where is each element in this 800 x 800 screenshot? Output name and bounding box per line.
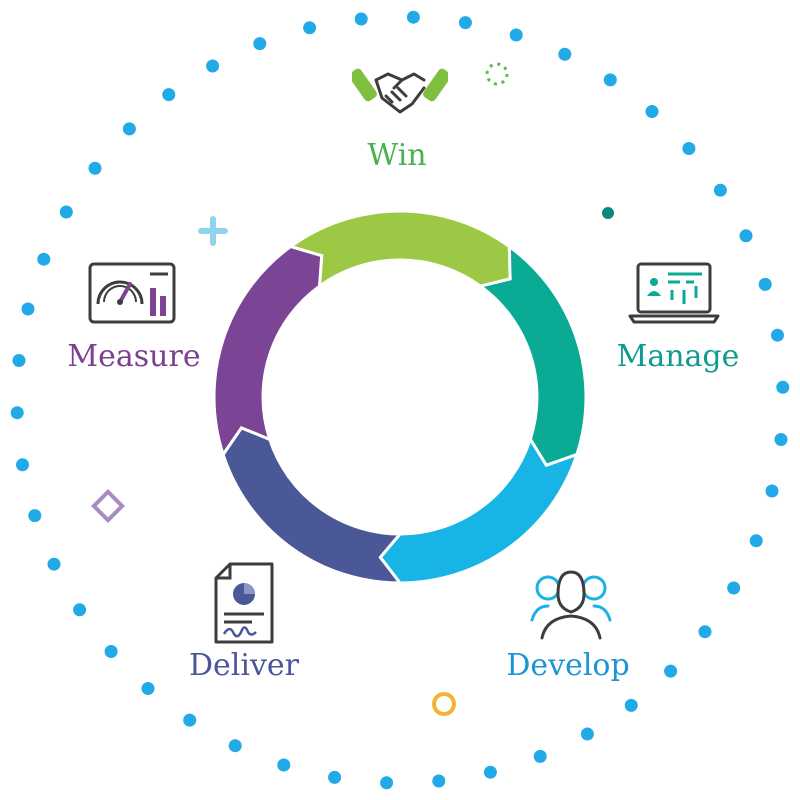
decor-dot: [771, 328, 784, 342]
decor-dot: [354, 12, 368, 26]
speedometer-dashboard-icon: [88, 262, 176, 324]
decor-dot: [253, 37, 267, 51]
decor-dot: [303, 21, 317, 35]
dashed-circle: [485, 62, 509, 86]
decor-dot: [727, 581, 741, 595]
decor-dot: [37, 252, 51, 266]
decor-dot: [206, 59, 220, 73]
decor-dot: [432, 774, 446, 788]
decor-dot: [682, 142, 696, 155]
decor-dot: [380, 776, 394, 790]
teal-dot: [602, 207, 614, 219]
decor-dot: [12, 354, 26, 367]
stage-label-measure: Measure: [67, 339, 201, 374]
document-signature-icon: [214, 562, 274, 644]
decor-dot: [483, 765, 497, 779]
outer-dot-ring: [10, 10, 790, 790]
stage-label-win: Win: [367, 138, 427, 173]
decor-dot: [16, 458, 29, 472]
decor-dot: [645, 105, 659, 118]
decor-dot: [59, 205, 73, 219]
decor-dot: [698, 625, 712, 639]
decor-dot: [228, 739, 242, 753]
decor-dot: [141, 682, 155, 695]
cycle-segment-deliver: [221, 425, 404, 585]
decor-dot: [88, 161, 102, 175]
decor-dot: [458, 16, 472, 30]
stage-label-deliver: Deliver: [188, 648, 300, 683]
decor-dot: [739, 229, 753, 243]
decor-dot: [558, 47, 572, 61]
stage-label-manage: Manage: [616, 339, 740, 374]
handshake-icon: [352, 68, 448, 114]
decor-dot: [713, 183, 727, 197]
decor-dot: [533, 749, 547, 763]
people-group-icon: [530, 570, 612, 640]
decor-dot: [104, 645, 118, 658]
decor-dot: [624, 698, 638, 712]
decor-dot: [73, 603, 87, 617]
decor-dot: [21, 302, 35, 316]
ring-shape: [432, 692, 456, 716]
stage-label-develop: Develop: [506, 648, 630, 683]
decor-dot: [774, 433, 788, 446]
decor-dot: [603, 73, 617, 87]
decor-dot: [162, 88, 176, 102]
decor-dot: [277, 758, 291, 772]
decor-dot: [749, 534, 763, 548]
laptop-chart-icon: [628, 262, 720, 324]
decor-dot: [122, 122, 136, 136]
decor-dot: [758, 277, 772, 291]
decor-dot: [406, 10, 420, 24]
cycle-ring: [212, 209, 588, 585]
cycle-segment-measure: [212, 244, 324, 458]
plus-shape: [198, 216, 228, 246]
diamond-shape: [91, 489, 125, 523]
decorations: [91, 62, 614, 716]
decor-dot: [664, 664, 678, 678]
decor-dot: [509, 28, 523, 42]
cycle-segment-win: [287, 209, 512, 290]
decor-dot: [765, 484, 779, 498]
decor-dot: [183, 713, 197, 727]
decor-dot: [328, 770, 342, 784]
decor-dot: [580, 727, 594, 741]
decor-dot: [47, 557, 61, 571]
decor-dot: [28, 509, 42, 523]
decor-dot: [776, 380, 790, 394]
decor-dot: [10, 406, 24, 420]
